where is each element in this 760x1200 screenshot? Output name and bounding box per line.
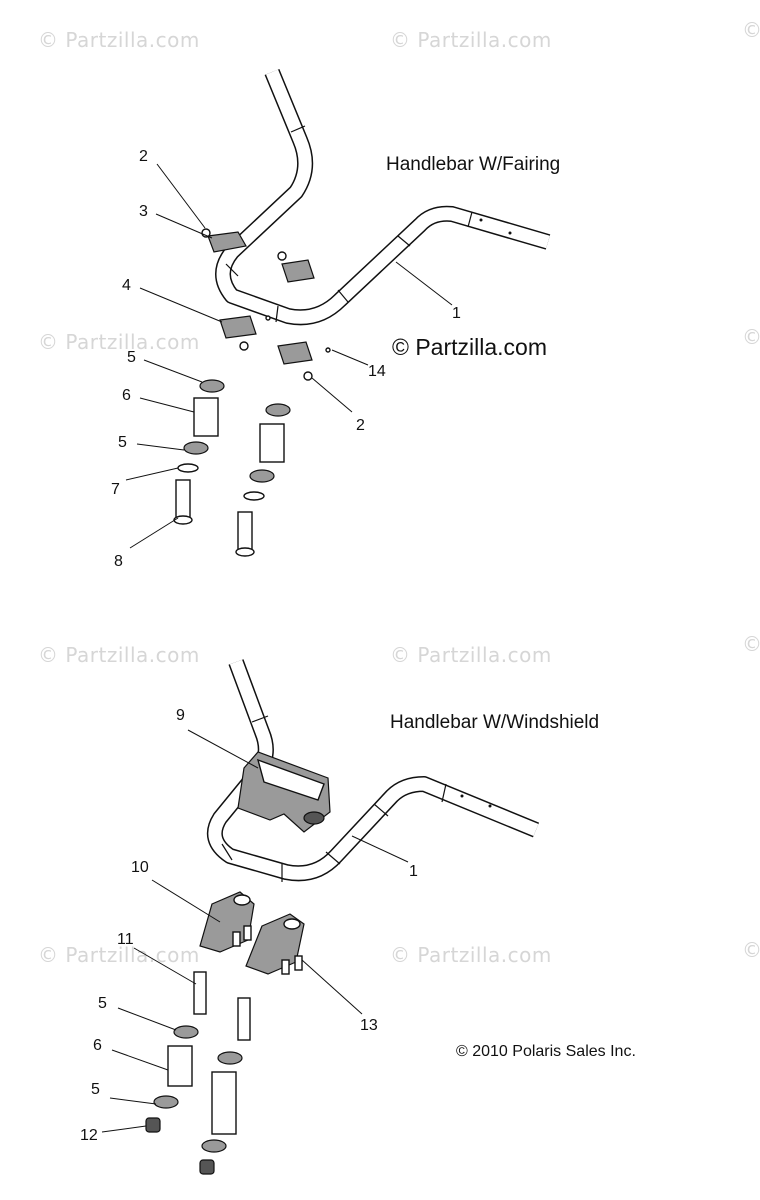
callout-label: 10 — [131, 859, 149, 876]
callouts-top: 2 3 1 4 14 5 6 2 5 7 8 — [111, 148, 461, 570]
callout-label: 6 — [93, 1037, 102, 1054]
callout-label: 1 — [409, 863, 418, 880]
top-clamps — [201, 228, 331, 381]
callouts-bottom: 9 1 10 11 5 13 6 5 12 — [80, 707, 418, 1144]
callout-label: 11 — [117, 931, 134, 948]
windshield-risers — [199, 891, 305, 975]
watermark: © Partzilla.com — [38, 330, 200, 354]
bottom-assembly-caption: Handlebar W/Windshield — [390, 712, 600, 733]
callout-label: 6 — [122, 387, 131, 404]
callout-label: 7 — [111, 481, 120, 498]
callout-label: 5 — [91, 1081, 100, 1098]
callout-label: 5 — [98, 995, 107, 1012]
callout-label: 14 — [368, 363, 386, 380]
handlebar-fairing — [215, 68, 551, 326]
watermark: © Partzilla.com — [390, 28, 552, 52]
watermark: © Partzilla.com — [38, 643, 200, 667]
callout-label: 8 — [114, 553, 123, 570]
callout-label: 1 — [452, 305, 461, 322]
callout-label: 13 — [360, 1017, 378, 1034]
bottom-left-riser-stack — [145, 971, 207, 1133]
watermark: © Partzilla.com — [390, 943, 552, 967]
bottom-right-riser-stack — [199, 997, 251, 1175]
callout-label: 2 — [139, 148, 148, 165]
top-left-riser-stack — [173, 379, 225, 525]
windshield-riser-block — [237, 751, 331, 833]
brand-stamp: © Partzilla.com — [392, 334, 547, 360]
watermark: © Partzilla.com — [390, 643, 552, 667]
watermark: © — [742, 18, 760, 42]
callout-label: 12 — [80, 1127, 98, 1144]
watermark: © Partzilla.com — [38, 28, 200, 52]
watermark: © Partzilla.com — [38, 943, 200, 967]
callout-label: 5 — [118, 434, 127, 451]
callout-label: 9 — [176, 707, 185, 724]
watermark: © — [742, 325, 760, 349]
watermark: © — [742, 938, 760, 962]
top-assembly-caption: Handlebar W/Fairing — [386, 154, 561, 175]
callout-label: 5 — [127, 349, 136, 366]
top-right-riser-stack — [235, 403, 291, 557]
watermark: © — [742, 632, 760, 656]
callout-label: 4 — [122, 277, 131, 294]
copyright-notice: © 2010 Polaris Sales Inc. — [456, 1043, 636, 1060]
callout-label: 3 — [139, 203, 148, 220]
callout-label: 2 — [356, 417, 365, 434]
